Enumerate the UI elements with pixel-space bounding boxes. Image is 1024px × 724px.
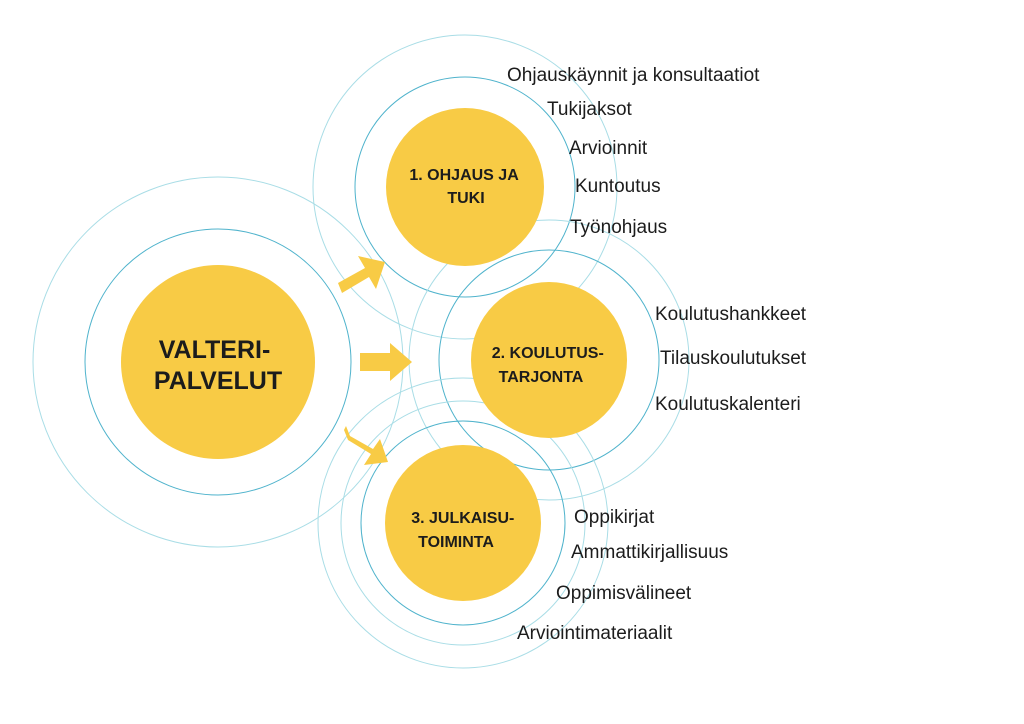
service-1-item: Kuntoutus (575, 176, 661, 197)
service-1-item: Työnohjaus (570, 217, 668, 238)
service-1-item: Ohjauskäynnit ja konsultaatiot (507, 65, 760, 86)
service-1-circle (386, 108, 544, 266)
service-3-title: 3. JULKAISU- TOIMINTA (411, 510, 519, 551)
service-2-title-line1: 2. KOULUTUS- (492, 345, 604, 362)
arrow-to-service-1 (338, 256, 385, 293)
service-3-title-line1: 3. JULKAISU- (411, 510, 514, 527)
center-circle (121, 265, 315, 459)
service-1-item: Arvioinnit (569, 138, 648, 159)
service-2-item: Koulutuskalenteri (655, 394, 801, 415)
service-2-item: Tilauskoulutukset (660, 348, 807, 369)
service-2-title: 2. KOULUTUS- TARJONTA (492, 345, 608, 386)
service-1-title-line2: TUKI (447, 190, 484, 207)
service-1-item: Tukijaksot (547, 99, 632, 120)
center-title-line2: PALVELUT (154, 367, 282, 395)
service-3-circle (385, 445, 541, 601)
arrow-to-service-3 (344, 426, 388, 465)
service-3-item: Arviointimateriaalit (517, 623, 673, 644)
center-title: VALTERI- PALVELUT (154, 336, 282, 395)
service-2-title-line2: TARJONTA (499, 369, 584, 386)
service-3-rings (317, 377, 609, 669)
service-2-item: Koulutushankkeet (655, 304, 807, 325)
service-3-title-line2: TOIMINTA (418, 534, 494, 551)
service-1-title: 1. OHJAUS JA TUKI (409, 167, 522, 207)
service-3-item: Oppimisvälineet (556, 583, 692, 604)
service-2-circle (471, 282, 627, 438)
arrow-to-service-2 (360, 343, 412, 381)
service-1-rings (312, 34, 618, 340)
service-3-item: Oppikirjat (574, 507, 655, 528)
service-3-item: Ammattikirjallisuus (571, 542, 729, 563)
center-title-line1: VALTERI- (159, 336, 271, 364)
service-1-title-line1: 1. OHJAUS JA (409, 167, 519, 184)
